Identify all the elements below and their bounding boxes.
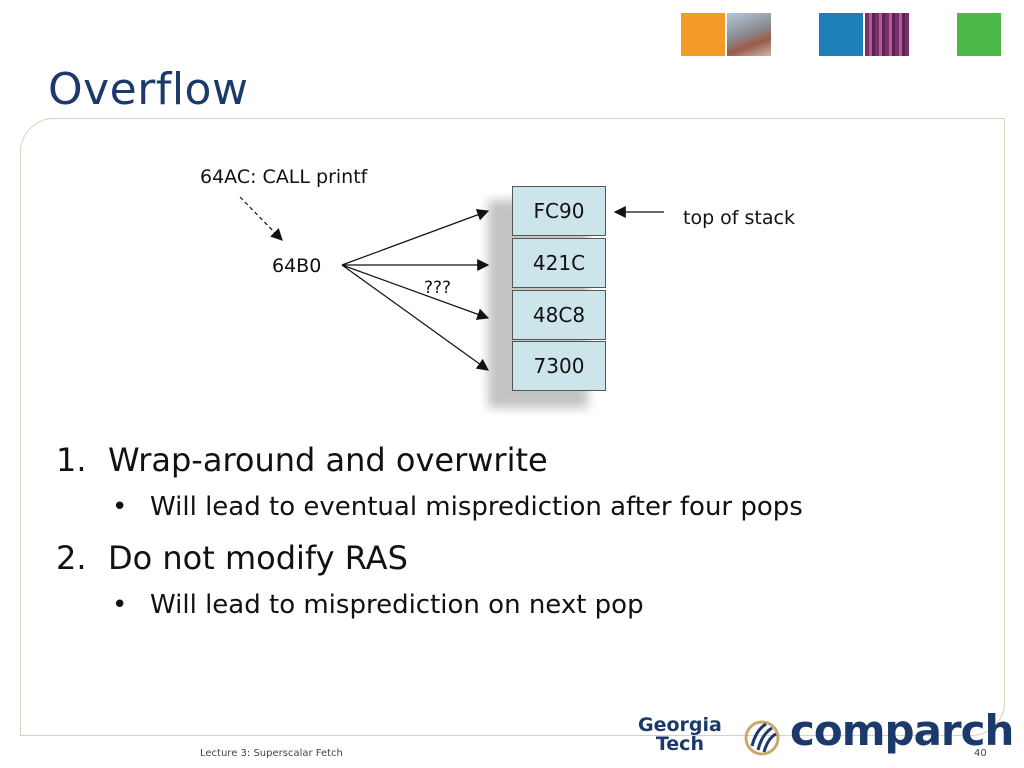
list-number: 2.: [56, 539, 87, 577]
gt-line2: Tech: [655, 733, 704, 755]
list-text: Wrap-around and overwrite: [108, 441, 548, 479]
list-item-2: 2. Do not modify RAS: [56, 539, 408, 577]
swirl-logo-icon: [744, 720, 780, 756]
top-of-stack-label: top of stack: [683, 207, 795, 229]
stack-entry: 48C8: [512, 290, 606, 340]
list-number: 1.: [56, 441, 87, 479]
gt-line1: Georgia: [638, 714, 722, 736]
stack-entry: 7300: [512, 341, 606, 391]
orange-tile: [681, 13, 725, 56]
comparch-logo: comparch: [790, 706, 1014, 755]
arrow-to-fc90: [341, 209, 490, 266]
content-frame: [20, 118, 1005, 736]
call-instruction-label: 64AC: CALL printf: [200, 166, 368, 188]
sub-bullet-1: • Will lead to eventual misprediction aft…: [112, 492, 803, 522]
circuit-photo-tile: [865, 13, 909, 56]
georgia-tech-logo: Georgia Tech: [638, 716, 722, 754]
campus-photo-tile: [727, 13, 771, 56]
unknown-marker-label: ???: [424, 278, 452, 298]
dashed-arrow: [239, 196, 283, 241]
bullet-dot: •: [112, 492, 128, 522]
blue-tile: [819, 13, 863, 56]
slide-title: Overflow: [48, 64, 249, 115]
green-tile: [957, 13, 1001, 56]
list-item-1: 1. Wrap-around and overwrite: [56, 441, 548, 479]
footer-lecture-title: Lecture 3: Superscalar Fetch: [200, 748, 343, 759]
page-number: 40: [974, 748, 987, 759]
arrow-to-7300: [341, 264, 489, 371]
arrow-to-48c8: [341, 264, 490, 320]
sub-bullet-text: Will lead to misprediction on next pop: [150, 590, 644, 620]
bullet-dot: •: [112, 590, 128, 620]
return-address-label: 64B0: [272, 255, 322, 277]
list-text: Do not modify RAS: [108, 539, 408, 577]
stack-entry: FC90: [512, 186, 606, 236]
stack-entry: 421C: [512, 238, 606, 288]
sub-bullet-2: • Will lead to misprediction on next pop: [112, 590, 644, 620]
sub-bullet-text: Will lead to eventual misprediction afte…: [150, 492, 803, 522]
